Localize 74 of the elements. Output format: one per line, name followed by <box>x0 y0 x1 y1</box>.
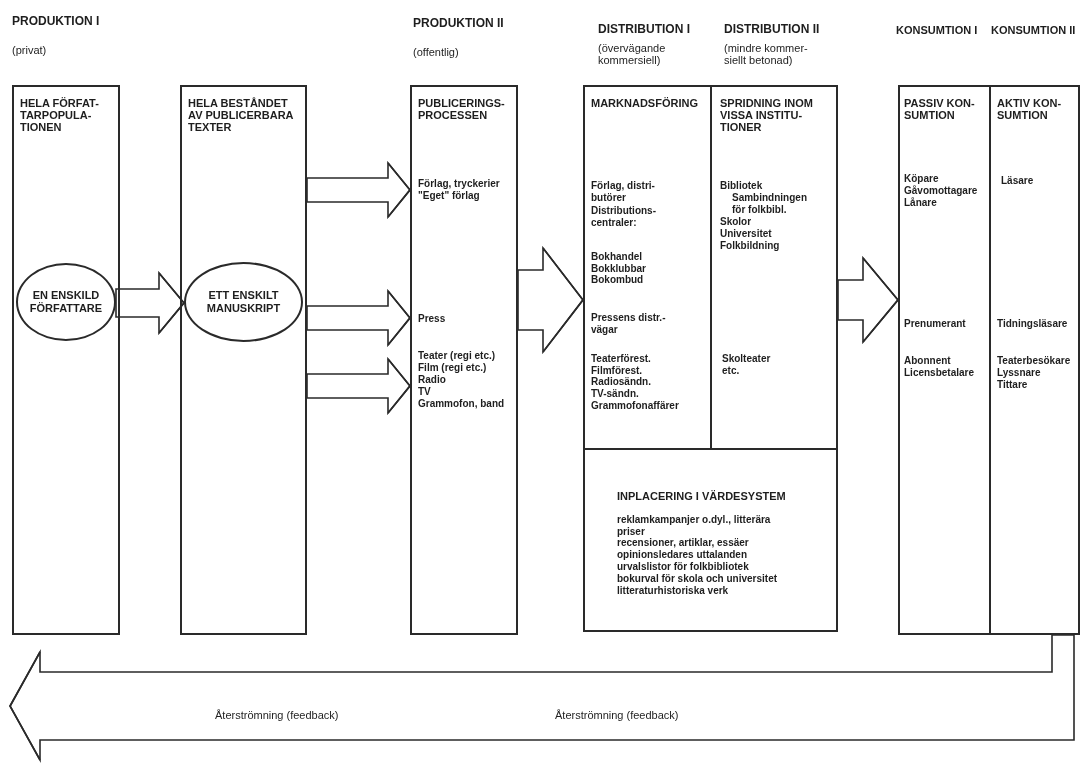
arrow-label: Återströmning (feedback) <box>555 708 680 723</box>
box-heading: SPRIDNING INOM VISSA INSTITU-TIONER <box>720 97 814 133</box>
item-text: Förlag, distri-butörer <box>591 180 656 203</box>
column-subheading: (privat) <box>12 43 48 58</box>
block-arrow <box>115 270 186 336</box>
item-text: Pressens distr.-vägar <box>591 312 667 335</box>
item-text: Grammofonaffärer <box>591 400 680 412</box>
circle-label: EN ENSKILD FÖRFATTARE <box>28 289 104 315</box>
item-text: Folkbildning <box>720 240 781 252</box>
item-text: litteraturhistoriska verk <box>617 585 730 597</box>
column-subheading: (offentlig) <box>413 45 460 60</box>
item-text: Lånare <box>904 197 937 209</box>
column-box <box>12 85 120 635</box>
item-text: Förlag, tryckerier "Eget" förlag <box>418 178 501 201</box>
block-arrow <box>9 634 1075 764</box>
item-text: Distributions-centraler: <box>591 205 657 228</box>
column-heading: PRODUKTION II <box>413 15 505 32</box>
block-arrow <box>517 245 584 355</box>
item-text: Prenumerant <box>904 318 967 330</box>
item-text: Radio <box>418 374 447 386</box>
item-text: Tittare <box>997 379 1029 391</box>
item-text: Köpare <box>904 173 939 185</box>
circle-label: ETT ENSKILT MANUSKRIPT <box>205 289 282 315</box>
item-text: Press <box>418 313 447 325</box>
item-text: Teaterbesökare <box>997 355 1072 367</box>
item-text: Radiosändn. <box>591 376 652 388</box>
item-text: recensioner, artiklar, essäer <box>617 537 750 549</box>
box-heading: AKTIV KON-SUMTION <box>997 97 1063 121</box>
column-heading: DISTRIBUTION I <box>598 21 691 38</box>
item-text: TV <box>418 386 432 398</box>
column-heading: DISTRIBUTION II <box>724 21 821 38</box>
item-text: Teater (regi etc.) <box>418 350 497 362</box>
item-text: Läsare <box>1001 175 1035 187</box>
item-text: Universitet <box>720 228 773 240</box>
column-heading: KONSUMTION II <box>991 23 1077 38</box>
block-arrow <box>306 356 412 416</box>
item-text: Skolor <box>720 216 753 228</box>
column-box <box>898 85 1080 635</box>
column-box <box>410 85 518 635</box>
column-heading: KONSUMTION I <box>896 23 979 38</box>
item-text: Sambindningen för folkbibl. <box>732 192 808 215</box>
column-box <box>180 85 307 635</box>
item-text: Bokhandel <box>591 251 644 263</box>
item-text: Grammofon, band <box>418 398 506 410</box>
item-text: Licensbetalare <box>904 367 976 379</box>
block-arrow <box>837 255 900 345</box>
item-text: Bokombud <box>591 274 645 286</box>
box-heading: HELA BESTÅNDET AV PUBLICERBARA TEXTER <box>188 97 295 133</box>
block-arrow <box>306 160 412 220</box>
item-text: Abonnent <box>904 355 952 367</box>
item-text: Teaterförest. <box>591 353 652 365</box>
box-heading: PASSIV KON-SUMTION <box>904 97 976 121</box>
box-heading: INPLACERING I VÄRDESYSTEM <box>617 490 787 502</box>
item-text: Filmförest. <box>591 365 644 377</box>
block-arrow <box>306 288 412 348</box>
item-text: Skolteater etc. <box>722 353 772 376</box>
item-text: Gåvomottagare <box>904 185 979 197</box>
box-heading: HELA FÖRFAT-TARPOPULA-TIONEN <box>20 97 100 133</box>
column-subheading: (mindre kommer-siellt betonad) <box>724 42 809 66</box>
item-text: bokurval för skola och universitet <box>617 573 779 585</box>
column-box <box>583 85 838 632</box>
arrow-label: Återströmning (feedback) <box>215 708 340 723</box>
item-text: Bokklubbar <box>591 263 647 275</box>
box-heading: PUBLICERINGS-PROCESSEN <box>418 97 506 121</box>
item-text: Bibliotek <box>720 180 764 192</box>
column-heading: PRODUKTION I <box>12 13 101 30</box>
column-subheading: (övervägande kommersiell) <box>598 42 667 66</box>
item-text: opinionsledares uttalanden <box>617 549 749 561</box>
item-text: Tidningsläsare <box>997 318 1069 330</box>
item-text: TV-sändn. <box>591 388 640 400</box>
item-text: Film (regi etc.) <box>418 362 488 374</box>
item-text: Lyssnare <box>997 367 1042 379</box>
item-text: urvalslistor för folkbibliotek <box>617 561 750 573</box>
box-heading: MARKNADSFÖRING <box>591 97 699 109</box>
